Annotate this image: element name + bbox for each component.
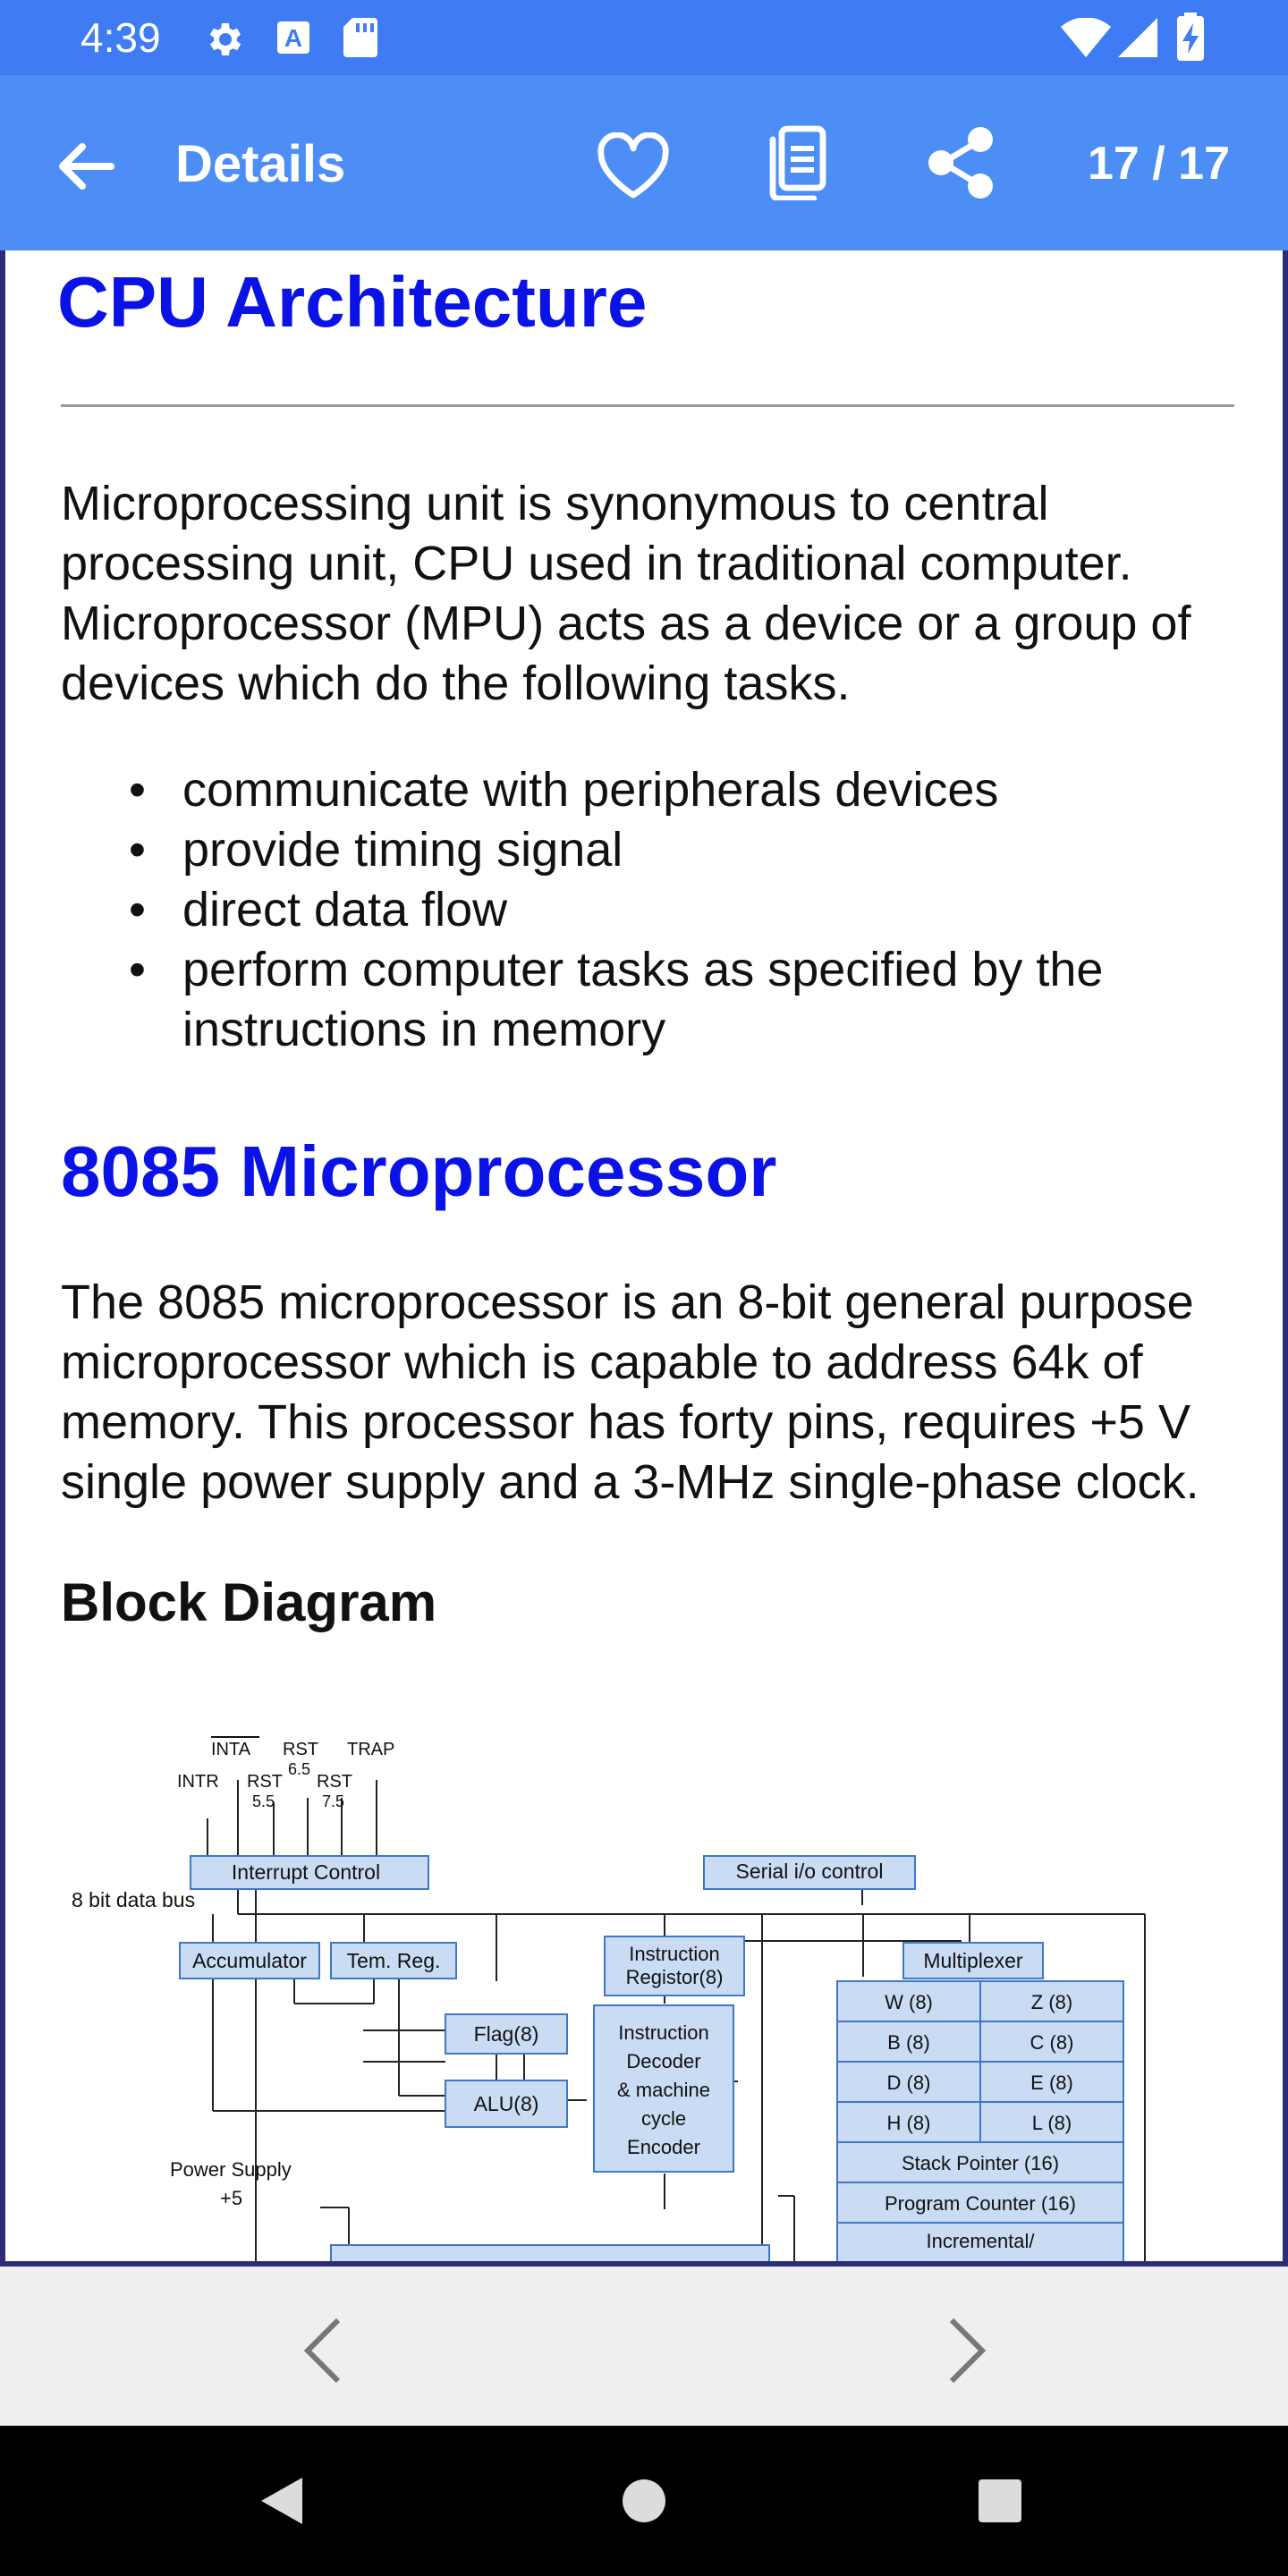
share-icon[interactable] <box>923 125 998 200</box>
system-navigation-bar <box>0 2426 1288 2576</box>
nav-home-icon[interactable] <box>621 2478 667 2524</box>
data-bus-label: 8 bit data bus <box>72 1888 195 1911</box>
list-item: provide timing signal <box>129 820 1229 880</box>
nav-back-icon[interactable] <box>259 2476 304 2526</box>
accumulator-label: Accumulator <box>192 1949 307 1972</box>
register-b: B (8) <box>887 2031 930 2054</box>
serial-io-label: Serial i/o control <box>736 1860 884 1883</box>
signal-rst75: RST <box>317 1772 352 1792</box>
status-time: 4:39 <box>80 14 161 61</box>
signal-rst65-num: 6.5 <box>288 1760 310 1778</box>
decoder-label-5: Encoder <box>627 2136 700 2158</box>
instruction-register-label-2: Registor(8) <box>626 1966 724 1988</box>
decoder-label-2: Decoder <box>626 2050 700 2072</box>
block-diagram-heading: Block Diagram <box>61 1572 437 1632</box>
program-counter-label: Program Counter (16) <box>885 2192 1076 2215</box>
section-heading-8085: 8085 Microprocessor <box>61 1131 777 1211</box>
register-c: C (8) <box>1030 2031 1074 2054</box>
incremental-label: Incremental/ <box>926 2230 1035 2252</box>
article-heading: CPU Architecture <box>57 262 648 342</box>
status-bar: 4:39 A <box>0 0 1288 75</box>
power-plus-label: +5 <box>220 2187 242 2209</box>
register-l: L (8) <box>1032 2112 1072 2134</box>
interrupt-control-label: Interrupt Control <box>232 1860 380 1884</box>
signal-intr: INTR <box>177 1772 219 1792</box>
list-item: perform computer tasks as specified by t… <box>129 940 1229 1060</box>
temp-reg-label: Tem. Reg. <box>347 1949 441 1972</box>
power-supply-label: Power Supply <box>170 2158 292 2181</box>
stack-pointer-label: Stack Pointer (16) <box>902 2152 1059 2174</box>
svg-text:A: A <box>284 24 302 52</box>
decoder-label-1: Instruction <box>618 2021 709 2044</box>
task-list: communicate with peripherals devices pro… <box>129 760 1229 1060</box>
instruction-register-label-1: Instruction <box>629 1943 720 1965</box>
register-h: H (8) <box>887 2112 931 2134</box>
a-box-icon: A <box>277 21 309 54</box>
flag-label: Flag(8) <box>474 2022 539 2046</box>
signal-trap: TRAP <box>347 1740 394 1759</box>
register-w: W (8) <box>885 1991 933 2013</box>
article-frame[interactable]: CPU Architecture Microprocessing unit is… <box>0 250 1288 2267</box>
sd-card-icon <box>343 18 377 57</box>
signal-rst65: RST <box>283 1740 318 1759</box>
decoder-label-4: cycle <box>641 2107 686 2130</box>
app-bar: Details 17 / 17 <box>0 75 1288 250</box>
favorite-heart-icon[interactable] <box>596 132 671 200</box>
copy-icon[interactable] <box>762 125 826 200</box>
cellular-signal-icon <box>1118 18 1157 57</box>
signal-rst75-num: 7.5 <box>322 1792 344 1810</box>
list-item: direct data flow <box>129 880 1229 940</box>
settings-gear-icon <box>209 23 242 55</box>
nav-recents-icon[interactable] <box>977 2478 1023 2524</box>
page-counter: 17 / 17 <box>1088 138 1231 190</box>
decoder-label-3: & machine <box>617 2079 710 2101</box>
register-e: E (8) <box>1030 2072 1073 2094</box>
back-arrow-icon[interactable] <box>57 141 114 191</box>
chevron-right-icon[interactable] <box>945 2315 989 2386</box>
chevron-left-icon[interactable] <box>301 2315 345 2386</box>
alu-label: ALU(8) <box>474 2092 539 2115</box>
paragraph-8085: The 8085 microprocessor is an 8-bit gene… <box>61 1275 1199 1509</box>
wifi-icon <box>1061 18 1111 57</box>
register-d: D (8) <box>887 2072 931 2094</box>
list-item: communicate with peripherals devices <box>129 760 1229 820</box>
page-navigation-bar <box>0 2267 1288 2426</box>
intro-paragraph: Microprocessing unit is synonymous to ce… <box>61 477 1191 710</box>
battery-charging-icon <box>1177 13 1204 61</box>
multiplexer-label: Multiplexer <box>923 1949 1023 1972</box>
heading-divider <box>61 404 1234 407</box>
signal-rst55-num: 5.5 <box>252 1792 275 1810</box>
signal-inta: INTA <box>211 1740 251 1759</box>
register-z: Z (8) <box>1031 1991 1072 2013</box>
signal-rst55: RST <box>247 1772 283 1792</box>
page-title: Details <box>175 135 346 193</box>
block-diagram: INTA RST 6.5 TRAP INTR RST 5.5 RST 7.5 I… <box>72 1736 1146 2261</box>
